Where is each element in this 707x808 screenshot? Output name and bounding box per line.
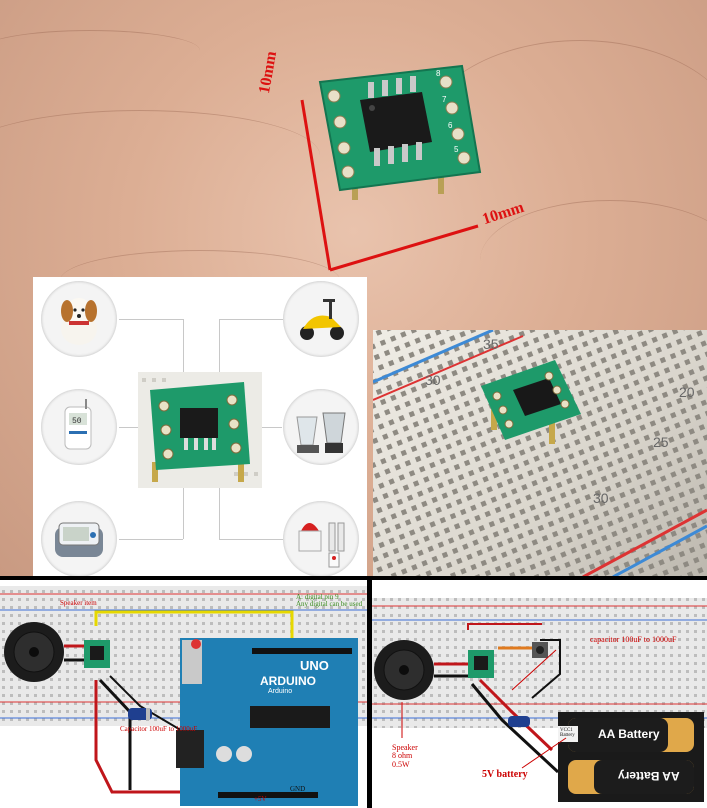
row-number: 20 — [679, 384, 695, 400]
toy-dog-icon — [41, 281, 117, 357]
label-capacitor-right: capacitor 100uF to 1000uF — [590, 635, 677, 644]
alarm-siren-icon — [283, 501, 359, 577]
arduino-breadboard-drawing — [0, 586, 367, 806]
label-5v-battery: 5V battery — [482, 769, 528, 780]
board-brand: ARDUINO — [260, 674, 316, 688]
module-on-breadboard-center — [138, 372, 262, 488]
battery-label-bottom: AA Battery — [618, 769, 680, 783]
row-number: 30 — [593, 490, 609, 506]
battery-label-top: AA Battery — [598, 727, 660, 741]
label-capacitor: Capacitor 100uF to 1000uF — [120, 725, 198, 733]
label-5v: +5V — [254, 795, 267, 803]
breadboard-holes — [373, 330, 707, 577]
label-speaker-item: Speaker item — [60, 599, 97, 607]
label-speaker-spec: Speaker 8 ohm 0.5W — [392, 743, 418, 769]
divider-vertical — [367, 578, 372, 808]
dimension-lines — [300, 99, 479, 272]
pin-label: 5 — [454, 145, 459, 154]
row-number: 30 — [425, 372, 441, 388]
pin-label: 8 — [436, 69, 441, 78]
blender-icon — [283, 389, 359, 465]
applications-panel: 50 — [33, 277, 367, 577]
board-small-label: Arduino — [268, 688, 293, 695]
breadboard-photo: 35 30 25 30 20 — [373, 330, 707, 577]
divider-horizontal — [0, 576, 707, 580]
pin-label: 6 — [448, 121, 453, 130]
label-digital-pin: A: digital pin 9 Any digital can be used — [296, 593, 363, 609]
battery-breadboard-drawing — [372, 598, 707, 802]
board-model: UNO — [300, 658, 329, 673]
arduino-wiring-diagram: Speaker item A: digital pin 9 Any digita… — [0, 580, 367, 808]
battery-wiring-diagram: capacitor 100uF to 1000uF Speaker 8 ohm … — [372, 580, 707, 808]
blood-pressure-monitor-icon — [41, 501, 117, 577]
row-number: 25 — [653, 434, 669, 450]
row-number: 35 — [483, 336, 499, 352]
svg-text:50: 50 — [72, 417, 82, 426]
scooter-icon — [283, 281, 359, 357]
glucose-meter-icon: 50 — [41, 389, 117, 465]
pin-label: 7 — [442, 95, 447, 104]
label-gnd: GND — [290, 785, 306, 793]
label-vcc-battery: VCC1 Battery — [560, 728, 575, 739]
amplifier-module-closeup: 8 7 6 5 — [318, 64, 482, 200]
